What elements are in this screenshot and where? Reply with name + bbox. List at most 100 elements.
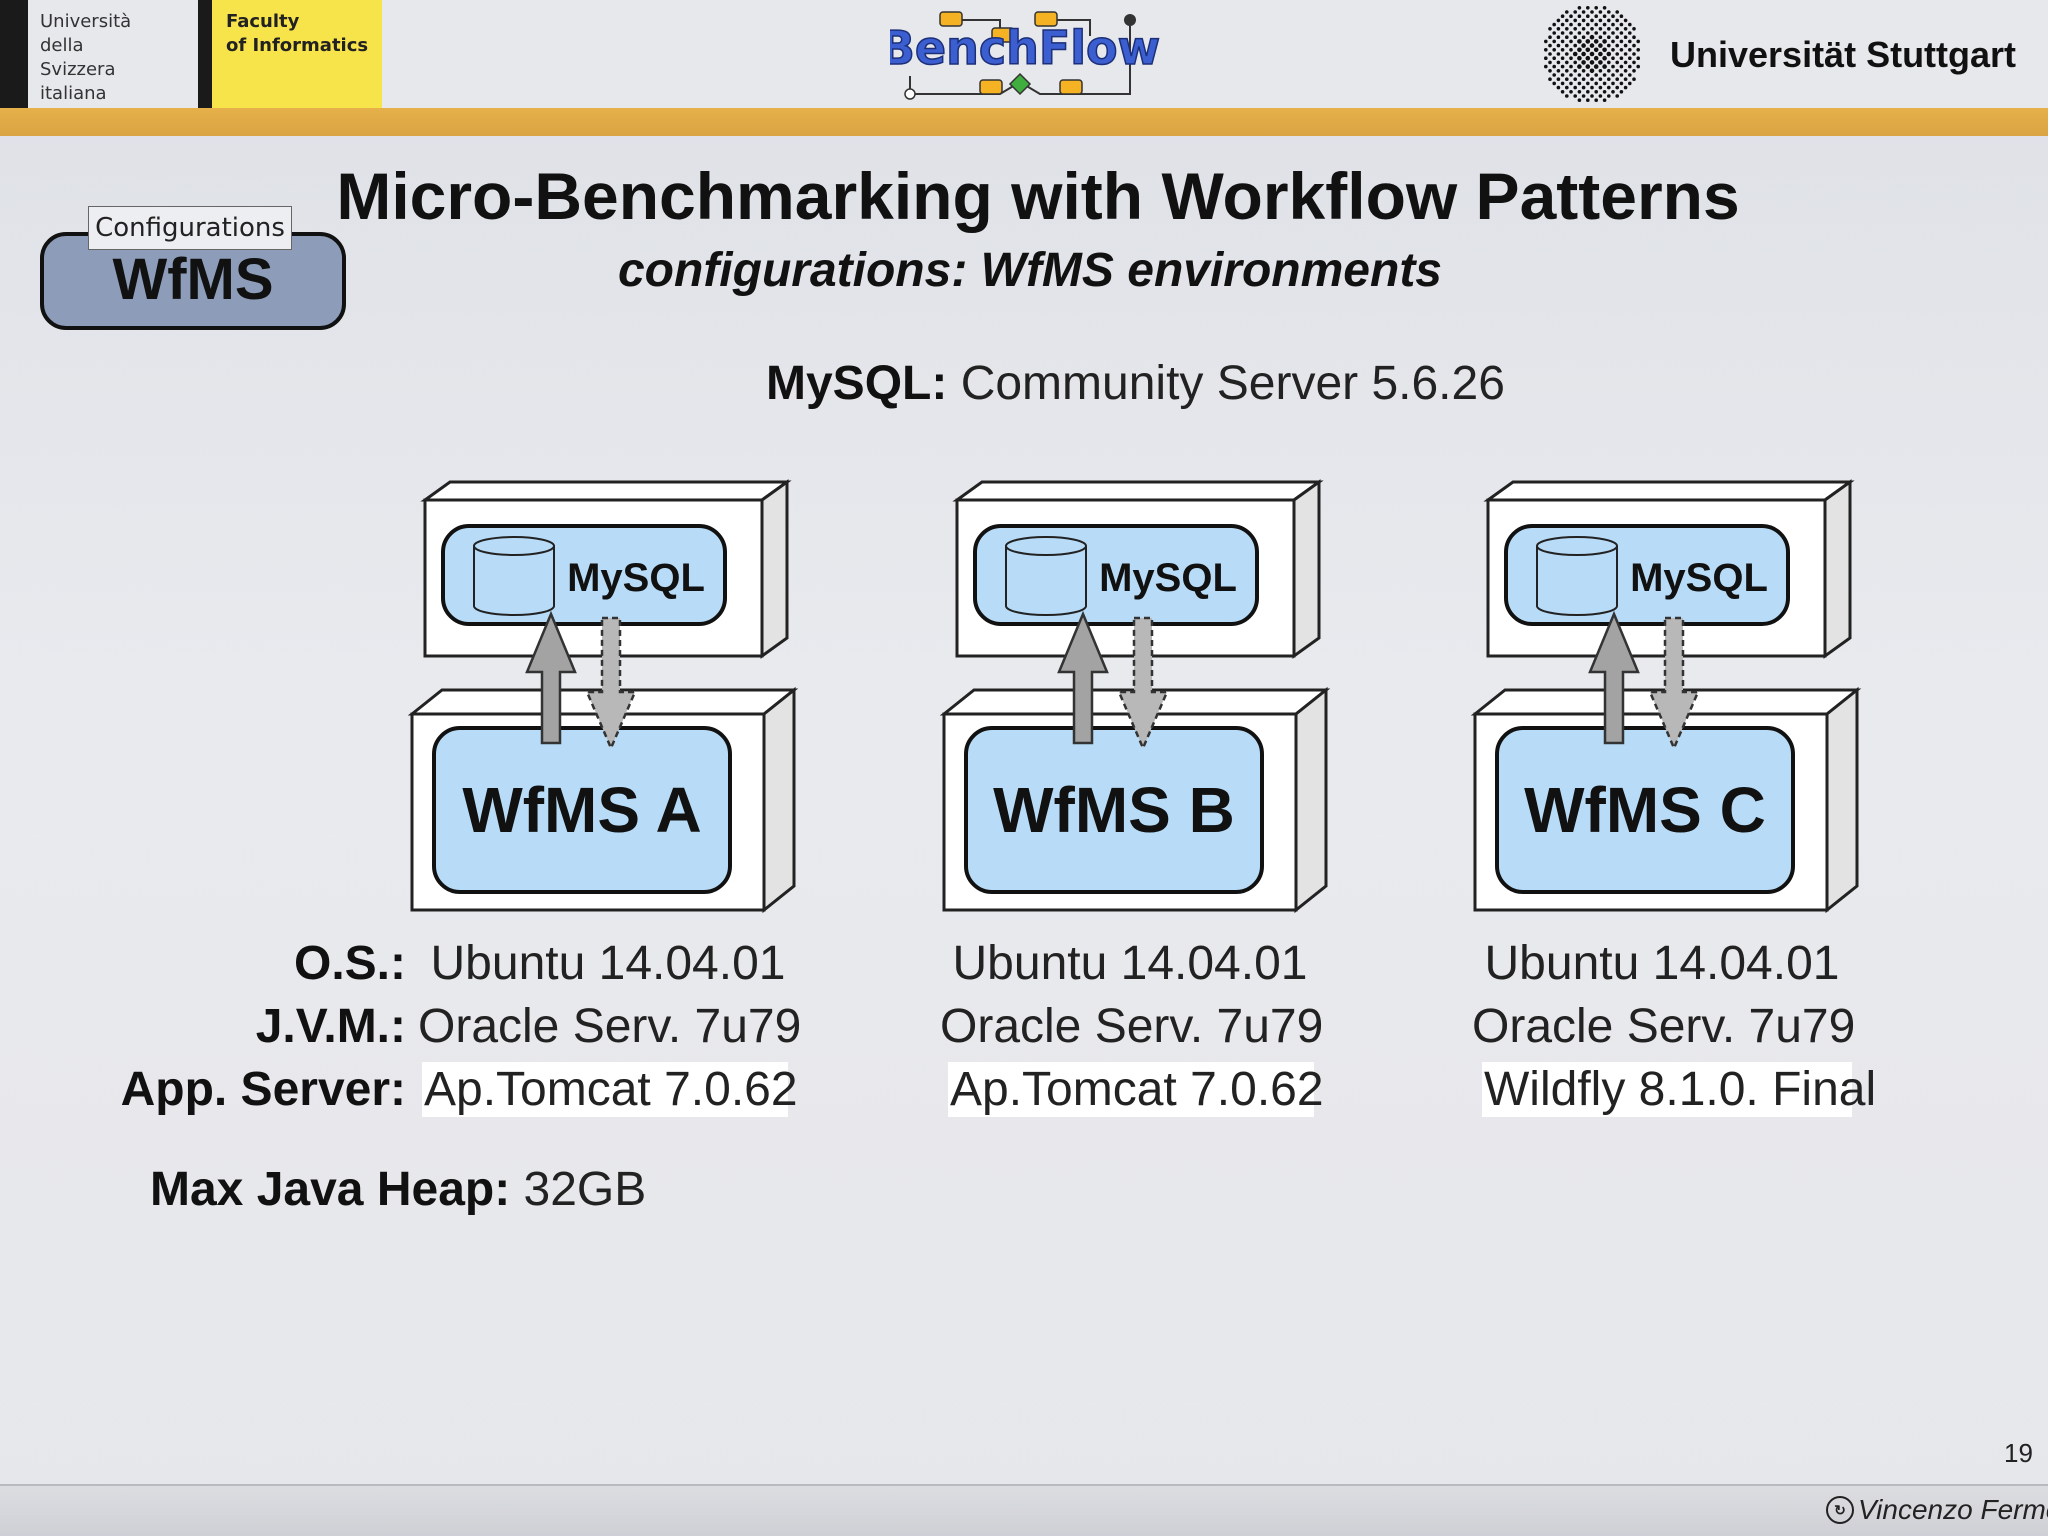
badge-name: WfMS (112, 247, 274, 312)
seal-dot (1632, 60, 1636, 65)
seal-dot (1619, 64, 1624, 69)
seal-dot (1611, 39, 1615, 44)
seal-dot (1623, 69, 1628, 73)
seal-dot (1623, 18, 1628, 23)
slide-title-text: Micro-Benchmarking with Workflow Pattern… (336, 159, 1740, 233)
database-icon-top (1005, 536, 1087, 556)
seal-dot (1552, 39, 1556, 44)
seal-dot (1581, 94, 1586, 98)
seal-dot (1560, 48, 1565, 52)
seal-dot (1590, 77, 1594, 81)
seal-dot (1628, 81, 1632, 86)
seal-dot (1560, 39, 1565, 44)
seal-dot (1602, 22, 1607, 27)
seal-dot (1548, 52, 1552, 56)
db-node-top (420, 480, 792, 502)
seal-dot (1602, 73, 1607, 77)
page-number: 19 (2004, 1438, 2033, 1468)
seal-dot (1593, 39, 1599, 44)
seal-dot (1569, 64, 1573, 69)
seal-dot (1565, 52, 1569, 56)
footer-bar (0, 1486, 2048, 1536)
usi-line: italiana (40, 83, 107, 104)
seal-dot (1593, 47, 1599, 53)
app-server-label: App. Server: (120, 1063, 406, 1116)
seal-dot (1544, 64, 1548, 69)
seal-dot (1556, 77, 1561, 81)
database-icon-top (473, 536, 555, 556)
benchflow-logo: BenchFlow (890, 11, 1160, 100)
seal-dot (1615, 18, 1619, 23)
seal-dot (1565, 10, 1569, 14)
seal-dot (1590, 94, 1594, 98)
seal-dot (1594, 31, 1598, 35)
seal-dot (1577, 39, 1582, 44)
mysql-component-label: MySQL (567, 556, 705, 600)
seal-dot (1569, 73, 1573, 77)
seal-dot (1581, 27, 1586, 31)
seal-dot (1590, 10, 1594, 14)
request-arrow (525, 610, 577, 745)
seal-dot (1569, 22, 1573, 27)
seal-dot (1593, 64, 1599, 69)
seal-dot (1586, 22, 1590, 27)
seal-dot (1619, 90, 1624, 94)
seal-dot (1623, 27, 1628, 31)
slide-title: Micro-Benchmarking with Workflow Pattern… (0, 158, 2048, 234)
seal-dot (1607, 85, 1611, 90)
seal-dot (1565, 69, 1569, 73)
seal-dot (1619, 48, 1624, 52)
seal-dot (1615, 35, 1619, 39)
usi-line: Svizzera (40, 59, 116, 80)
seal-dot (1586, 81, 1590, 86)
seal-dot (1573, 94, 1577, 98)
seal-dot (1628, 73, 1632, 77)
usi-logo-text: Università della Svizzera italiana (40, 10, 131, 106)
seal-dot (1632, 43, 1636, 48)
seal-dot (1560, 14, 1565, 18)
seal-dot (1552, 64, 1556, 69)
seal-dot (1623, 43, 1628, 48)
seal-dot (1548, 35, 1552, 39)
seal-dot (1615, 85, 1619, 90)
seal-dot (1585, 64, 1591, 69)
seal-dot (1602, 98, 1607, 102)
seal-dot (1623, 60, 1628, 65)
seal-dot (1619, 31, 1624, 35)
request-arrow (1057, 610, 1109, 745)
seal-dot (1552, 31, 1556, 35)
seal-dot (1590, 18, 1594, 23)
seal-dot (1581, 69, 1586, 73)
seal-dot (1577, 55, 1582, 61)
response-arrow (1117, 616, 1169, 752)
seal-dot (1598, 60, 1603, 65)
logo-text: BenchFlow (890, 21, 1160, 75)
seal-dot (1589, 34, 1595, 40)
seal-dot (1598, 35, 1603, 39)
database-icon (1005, 546, 1087, 616)
seal-dot (1594, 73, 1598, 77)
seal-dot (1589, 43, 1595, 48)
author-credit: ↻Vincenzo Ferme (1826, 1494, 2048, 1526)
seal-dot (1632, 69, 1636, 73)
seal-dot (1628, 39, 1632, 44)
seal-dot (1590, 27, 1594, 31)
mysql-version-value: Community Server 5.6.26 (960, 357, 1505, 410)
seal-dot (1619, 73, 1624, 77)
seal-dot (1632, 35, 1636, 39)
seal-dot (1607, 69, 1611, 73)
seal-dot (1590, 85, 1594, 90)
seal-dot (1585, 39, 1591, 44)
seal-dot (1628, 48, 1632, 52)
seal-dot (1607, 60, 1611, 65)
seal-dot (1607, 94, 1611, 98)
seal-dot (1577, 98, 1582, 102)
seal-dot (1569, 81, 1573, 86)
seal-dot (1598, 85, 1603, 90)
seal-dot (1632, 27, 1636, 31)
seal-dot (1552, 73, 1556, 77)
seal-dot (1593, 55, 1599, 61)
seal-dot (1611, 90, 1615, 94)
seal-dot (1594, 90, 1598, 94)
